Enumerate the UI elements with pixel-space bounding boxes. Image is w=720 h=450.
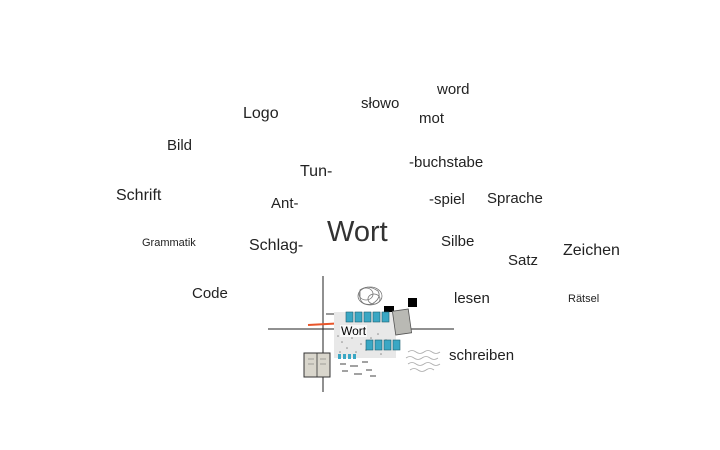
collage-label-wort: Wort (340, 324, 368, 338)
word-grammatik: Grammatik (142, 237, 196, 249)
word-schreiben: schreiben (449, 347, 515, 364)
word-lesen: lesen (454, 290, 490, 307)
collage-small-marks (338, 354, 356, 359)
word-bild: Bild (167, 137, 193, 154)
word-raetsel: Rätsel (568, 293, 600, 305)
word-french: mot (419, 110, 445, 127)
collage-scattered-dashes (340, 361, 376, 377)
word-sprache: Sprache (487, 190, 543, 207)
word-ant: Ant- (271, 195, 299, 212)
word-tun: Tun- (300, 163, 333, 180)
wort-collage-illustration: Wort (268, 276, 454, 392)
word-silbe: Silbe (441, 233, 475, 250)
word-schlag: Schlag- (249, 237, 304, 254)
word-spiel: -spiel (429, 191, 465, 208)
collage-cyan-tiles-top (345, 311, 390, 323)
word-satz: Satz (508, 252, 539, 269)
word-polish: słowo (361, 95, 400, 112)
word-buchstabe: -buchstabe (409, 154, 484, 171)
word-schrift: Schrift (116, 187, 162, 204)
word-center-wort: Wort (327, 216, 388, 248)
collage-photo-block (391, 308, 413, 336)
collage-text-scribble (405, 350, 441, 372)
collage-cyan-tiles-bottom (365, 339, 401, 351)
collage-black-square-1 (408, 298, 417, 307)
word-logo: Logo (243, 105, 279, 122)
collage-book-icon (303, 352, 331, 378)
word-code: Code (192, 285, 228, 302)
word-english: word (437, 81, 470, 98)
word-zeichen: Zeichen (563, 242, 620, 259)
collage-black-square-2 (384, 306, 394, 316)
collage-scribble-cloud (357, 286, 383, 306)
